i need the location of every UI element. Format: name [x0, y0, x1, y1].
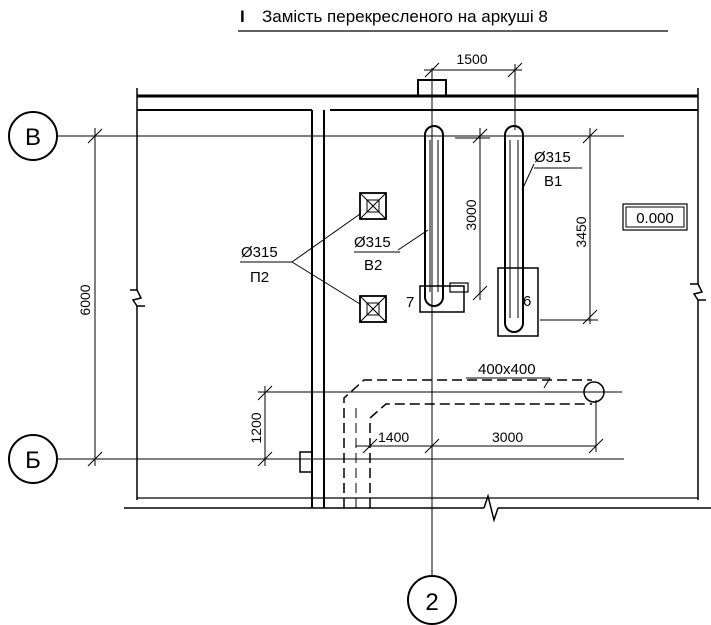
dim-3000-h-text: 3000: [492, 429, 523, 445]
label-duct-size: 400х400: [466, 361, 551, 389]
axis-2-label: 2: [425, 589, 438, 616]
wall-right-break: [690, 283, 706, 301]
duct-v2[interactable]: [424, 125, 444, 307]
diffuser-upper-box[interactable]: [359, 192, 387, 220]
equipment-7[interactable]: 7: [406, 282, 469, 313]
axis-v: В: [8, 111, 624, 161]
dim-1200: 1200: [248, 385, 273, 467]
dim-3000-vertical: 3000: [455, 128, 490, 301]
wall-bottom-break: [483, 493, 499, 523]
axis-v-label: В: [25, 124, 41, 151]
level-mark-text: 0.000: [636, 210, 674, 227]
level-mark-inner: [625, 206, 685, 228]
partition-bump: [299, 451, 312, 473]
label-v1-diameter: Ø315: [534, 149, 571, 166]
duct-400x400[interactable]: [343, 379, 592, 508]
title-block: I Замість перекресленого на аркуші 8: [238, 7, 668, 32]
diffuser-upper[interactable]: [359, 192, 387, 220]
label-v2: Ø315 В2: [354, 229, 429, 274]
equipment-6-box[interactable]: [497, 267, 539, 337]
duct-outer-path[interactable]: [343, 379, 592, 508]
level-mark-box: [622, 203, 688, 231]
equipment-6-label: 6: [523, 293, 531, 310]
equipment-6[interactable]: 6: [497, 267, 539, 337]
axis-2-bubble: [407, 575, 457, 625]
diffuser-lower-box[interactable]: [359, 295, 387, 323]
equipment-7-label: 7: [406, 294, 414, 311]
diffuser-lower[interactable]: [359, 295, 387, 323]
axis-2: 2: [407, 68, 457, 625]
dim-6000: 6000: [77, 128, 103, 467]
dim-1400-text: 1400: [378, 429, 409, 445]
label-v2-diameter: Ø315: [354, 234, 391, 251]
label-v2-name: В2: [364, 257, 382, 274]
label-p2-name: П2: [250, 269, 269, 286]
axis-b: Б: [8, 434, 624, 484]
label-v1: Ø315 В1: [521, 149, 582, 191]
dim-3450-text: 3450: [573, 216, 589, 247]
walls: [124, 79, 711, 523]
label-v1-name: В1: [544, 173, 562, 190]
label-p2-diameter: Ø315: [241, 244, 278, 261]
duct-inner-path[interactable]: [369, 403, 592, 508]
duct-v2-shaft[interactable]: [424, 125, 444, 307]
axis-b-label: Б: [25, 447, 41, 474]
duct-size-text: 400х400: [478, 361, 536, 378]
level-mark: 0.000: [622, 203, 688, 231]
equipment-7-box[interactable]: [419, 285, 465, 313]
dim-1200-text: 1200: [248, 412, 264, 443]
dim-1500: 1500: [424, 51, 523, 130]
wall-left-break: [130, 289, 145, 307]
title-text: Замість перекресленого на аркуші 8: [262, 7, 548, 26]
dim-3000-v-text: 3000: [463, 199, 479, 230]
dim-bottom-chain: 1400 3000: [356, 400, 604, 454]
duct-v1-shaft[interactable]: [504, 125, 524, 333]
dim-6000-text: 6000: [77, 284, 93, 315]
duct-v1[interactable]: [504, 125, 524, 333]
label-p2: Ø315 П2: [240, 213, 361, 305]
dim-1500-text: 1500: [456, 51, 487, 67]
dim-3450-vertical: 3450: [540, 128, 598, 325]
title-marker: I: [240, 7, 245, 26]
